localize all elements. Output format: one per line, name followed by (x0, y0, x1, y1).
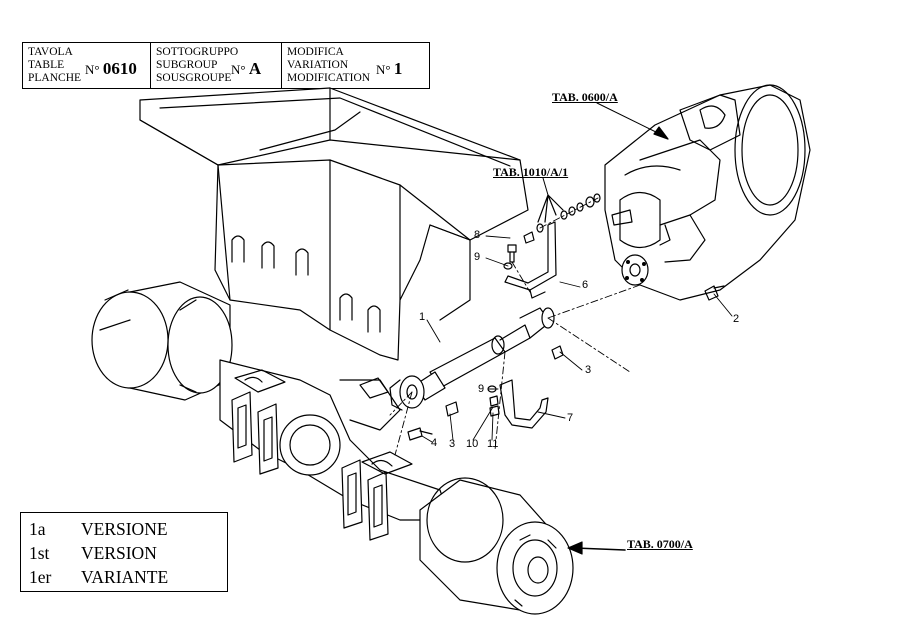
subgroup-cell: SOTTOGRUPPO SUBGROUP SOUSGROUPE N° A (151, 43, 282, 88)
part-label-3a: 3 (585, 364, 592, 376)
part-label-6: 6 (582, 279, 589, 291)
table-number-prefix: N° (85, 62, 100, 77)
ref-gearbox[interactable]: TAB. 0600/A (552, 90, 618, 104)
propeller-shaft (389, 307, 555, 411)
center-lines (389, 197, 641, 456)
version-label: VERSIONE (81, 519, 168, 539)
table-label-it: TAVOLA (28, 46, 73, 58)
version-row: 1a VERSIONE (29, 517, 227, 541)
version-label: VERSION (81, 543, 157, 563)
ref-axle[interactable]: TAB. 0700/A (627, 537, 693, 551)
gearbox (604, 84, 811, 301)
modification-number: 1 (393, 59, 403, 78)
title-block: TAVOLA TABLE PLANCHE N° 0610 SOTTOGRUPPO… (22, 42, 430, 89)
ref-bracket[interactable]: TAB. 1010/A/1 (493, 165, 569, 179)
table-label-en: TABLE (28, 59, 65, 71)
part-label-4: 4 (431, 437, 438, 449)
bracket-6 (504, 221, 557, 299)
rear-axle (91, 281, 574, 615)
part-label-11: 11 (487, 438, 499, 450)
chassis-frame (139, 87, 529, 361)
part-label-1: 1 (419, 311, 426, 323)
table-cell: TAVOLA TABLE PLANCHE N° 0610 (23, 43, 151, 88)
version-code: 1st (29, 543, 50, 563)
modification-label-it: MODIFICA (287, 46, 344, 58)
subgroup-label-en: SUBGROUP (156, 59, 218, 71)
part-label-2: 2 (733, 313, 740, 325)
part-label-9b: 9 (478, 383, 485, 395)
version-code: 1a (29, 519, 46, 539)
version-row: 1st VERSION (29, 541, 227, 565)
subgroup-number: A (248, 59, 262, 78)
part-label-8: 8 (474, 229, 481, 241)
bolt-8 (507, 244, 517, 263)
table-label-fr: PLANCHE (28, 72, 82, 84)
modification-cell: MODIFICA VARIATION MODIFICATION N° 1 (282, 43, 429, 88)
part-label-3b: 3 (449, 438, 456, 450)
bracket-7 (499, 379, 549, 429)
modification-label-en: VARIATION (287, 59, 349, 71)
bracket-hardware (503, 193, 601, 270)
version-label: VARIANTE (81, 567, 169, 587)
part-label-7: 7 (567, 412, 574, 424)
version-box: 1a VERSIONE 1st VERSION 1er VARIANTE (20, 512, 228, 592)
version-row: 1er VARIANTE (29, 565, 227, 589)
part-label-10: 10 (466, 438, 479, 450)
modification-label-fr: MODIFICATION (287, 72, 371, 84)
modification-number-prefix: N° (376, 62, 391, 77)
subgroup-label-fr: SOUSGROUPE (156, 72, 232, 84)
table-number: 0610 (102, 59, 137, 78)
leader-lines (421, 235, 733, 443)
subgroup-number-prefix: N° (231, 62, 246, 77)
subgroup-label-it: SOTTOGRUPPO (156, 46, 239, 58)
reference-arrows (542, 102, 669, 555)
part-label-9a: 9 (474, 251, 481, 263)
version-code: 1er (29, 567, 52, 587)
